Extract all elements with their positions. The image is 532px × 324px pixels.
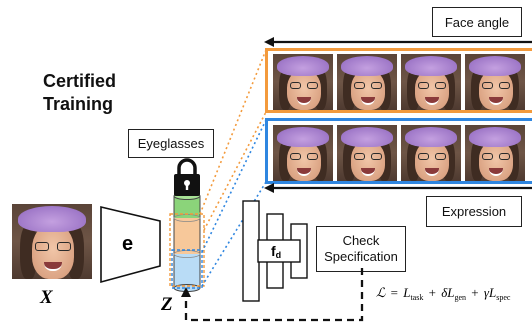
input-face-image [12, 204, 92, 279]
face-angle-image-3 [401, 54, 461, 110]
face-angle-label: Face angle [432, 7, 522, 37]
decoder-block [242, 200, 308, 302]
loss-formula: ℒ = Ltask + δLgen + γLspec [376, 285, 511, 303]
latent-symbol: Z [160, 294, 173, 315]
orange-dotted-bottom [203, 111, 267, 231]
encoder-block [100, 205, 161, 284]
latent-blue-dashes [171, 249, 203, 289]
latent-cylinder [173, 192, 201, 292]
latent-orange-dashes [169, 213, 205, 287]
feedback-dashed-arrow [181, 268, 364, 322]
expression-image-1 [273, 125, 333, 181]
expression-arrow [264, 183, 532, 193]
title-certified: Certified [43, 71, 117, 91]
face-angle-arrow [264, 37, 532, 47]
expression-image-4 [465, 125, 525, 181]
encoder-label: e [122, 233, 133, 255]
input-symbol: X [39, 287, 54, 308]
face-angle-image-1 [273, 54, 333, 110]
title-training: Training [43, 94, 114, 114]
specification-label: Specification [324, 249, 398, 264]
face-angle-image-2 [337, 54, 397, 110]
blue-dotted-bottom [201, 181, 267, 287]
decoder-label: fd [271, 243, 281, 260]
expression-strip [265, 118, 532, 184]
expression-label: Expression [426, 196, 522, 227]
eyeglasses-label: Eyeglasses [128, 129, 214, 158]
face-angle-strip [265, 48, 532, 113]
face-angle-image-4 [465, 54, 525, 110]
expression-image-3 [401, 125, 461, 181]
expression-image-2 [337, 125, 397, 181]
check-label: Check [342, 233, 380, 248]
lock-icon [174, 158, 200, 196]
